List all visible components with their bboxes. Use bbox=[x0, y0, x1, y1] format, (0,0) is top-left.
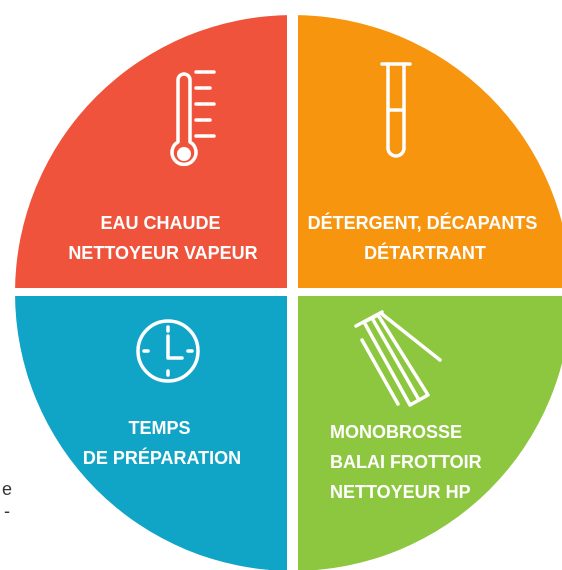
stray-text-dash: - bbox=[4, 501, 10, 521]
clock-icon bbox=[136, 319, 200, 383]
quadrant-label-line: NETTOYEUR HP bbox=[330, 482, 471, 502]
quadrant-bottom-right-label: MONOBROSSE BALAI FROTTOIR NETTOYEUR HP bbox=[330, 422, 487, 502]
stray-text-e: e bbox=[2, 479, 13, 499]
quadrant-label-line: MONOBROSSE bbox=[330, 422, 462, 442]
quadrant-label-line: DÉTARTRANT bbox=[364, 242, 486, 263]
quadrant-bottom-left: TEMPS DE PRÉPARATION bbox=[15, 296, 287, 570]
quadrant-label-line: DE PRÉPARATION bbox=[83, 447, 241, 468]
quadrant-label-line: EAU CHAUDE bbox=[100, 213, 220, 233]
quadrant-label-line: DÉTERGENT, DÉCAPANTS bbox=[308, 212, 538, 233]
test-tube-icon bbox=[380, 62, 412, 158]
quadrant-top-left-label: EAU CHAUDE NETTOYEUR VAPEUR bbox=[68, 213, 257, 263]
quadrant-label-line: TEMPS bbox=[128, 418, 190, 438]
quadrant-top-right-label: DÉTERGENT, DÉCAPANTS DÉTARTRANT bbox=[308, 212, 543, 263]
brush-bristles-icon bbox=[354, 310, 442, 407]
quadrant-top-right: DÉTERGENT, DÉCAPANTS DÉTARTRANT bbox=[298, 15, 562, 288]
quadrant-label-line: BALAI FROTTOIR bbox=[330, 452, 482, 472]
quadrant-bottom-left-label: TEMPS DE PRÉPARATION bbox=[83, 418, 241, 468]
quadrant-top-left: EAU CHAUDE NETTOYEUR VAPEUR bbox=[15, 15, 287, 288]
quadrant-label-line: NETTOYEUR VAPEUR bbox=[68, 243, 257, 263]
thermometer-icon bbox=[170, 70, 216, 167]
quadrant-bottom-right: MONOBROSSE BALAI FROTTOIR NETTOYEUR HP bbox=[298, 296, 562, 570]
